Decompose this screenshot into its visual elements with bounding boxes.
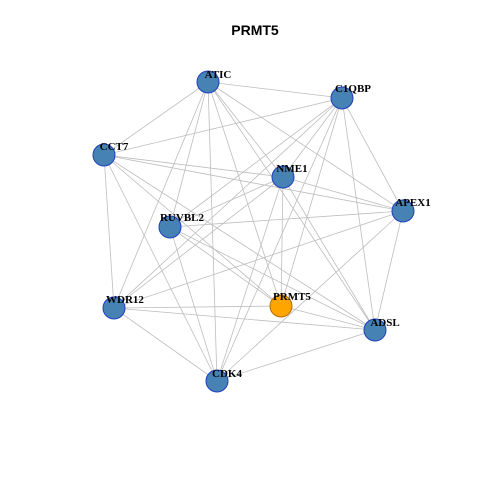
- node-c1qbp: C1QBP: [330, 83, 371, 110]
- node-prmt5: PRMT5: [269, 291, 311, 318]
- edge-wdr12-prmt5: [113, 305, 282, 309]
- edge-c1qbp-cct7: [103, 97, 343, 156]
- edge-cct7-adsl: [103, 154, 376, 331]
- node-adsl: ADSL: [363, 317, 400, 342]
- edge-c1qbp-apex1: [341, 97, 404, 212]
- node-label-prmt5: PRMT5: [273, 291, 311, 303]
- edge-apex1-adsl: [374, 210, 404, 331]
- edge-atic-ruvbl2: [169, 81, 209, 228]
- edge-nme1-ruvbl2: [169, 176, 284, 228]
- edge-c1qbp-prmt5: [280, 97, 343, 307]
- node-circle-nme1: [271, 165, 295, 189]
- edge-wdr12-adsl: [113, 307, 376, 331]
- node-circle-cct7: [92, 143, 116, 167]
- node-circle-c1qbp: [330, 86, 354, 110]
- node-label-atic: ATIC: [205, 69, 232, 81]
- edge-cct7-prmt5: [103, 154, 282, 307]
- edge-layer: [103, 81, 404, 382]
- edge-c1qbp-ruvbl2: [169, 97, 343, 228]
- edge-c1qbp-cdk4: [216, 97, 343, 382]
- edge-c1qbp-wdr12: [113, 97, 343, 309]
- edge-nme1-apex1: [282, 176, 404, 212]
- edge-ruvbl2-adsl: [169, 226, 376, 331]
- node-circle-ruvbl2: [158, 215, 182, 239]
- node-circle-apex1: [391, 199, 415, 223]
- node-label-apex1: APEX1: [395, 197, 430, 209]
- node-label-adsl: ADSL: [370, 317, 399, 329]
- edge-cct7-wdr12: [103, 154, 115, 309]
- edge-prmt5-adsl: [280, 305, 376, 331]
- node-circle-cdk4: [205, 369, 229, 393]
- edge-apex1-wdr12: [113, 210, 404, 309]
- edge-cct7-cdk4: [103, 154, 218, 382]
- edge-atic-wdr12: [113, 81, 209, 309]
- node-circle-adsl: [363, 318, 387, 342]
- edge-ruvbl2-prmt5: [169, 226, 282, 307]
- node-label-cdk4: CDK4: [212, 368, 242, 380]
- node-label-ruvbl2: RUVBL2: [160, 212, 205, 224]
- edge-adsl-cdk4: [216, 329, 376, 382]
- node-ruvbl2: RUVBL2: [158, 212, 205, 239]
- edge-nme1-prmt5: [280, 176, 284, 307]
- node-label-c1qbp: C1QBP: [335, 83, 371, 95]
- edge-wdr12-cdk4: [113, 307, 218, 382]
- edge-ruvbl2-cdk4: [169, 226, 218, 382]
- node-cct7: CCT7: [92, 141, 129, 167]
- node-circle-atic: [196, 70, 220, 94]
- node-nme1: NME1: [271, 163, 308, 189]
- node-label-cct7: CCT7: [100, 141, 129, 153]
- edge-apex1-ruvbl2: [169, 210, 404, 228]
- edge-atic-c1qbp: [207, 81, 343, 99]
- edge-apex1-cdk4: [216, 210, 404, 382]
- node-apex1: APEX1: [391, 197, 431, 223]
- edge-nme1-cdk4: [216, 176, 284, 382]
- node-wdr12: WDR12: [102, 294, 144, 320]
- node-circle-prmt5: [269, 294, 293, 318]
- edge-nme1-wdr12: [113, 176, 284, 309]
- edge-c1qbp-nme1: [282, 97, 343, 178]
- edge-atic-nme1: [207, 81, 284, 178]
- node-label-wdr12: WDR12: [106, 294, 144, 306]
- diagram-title: PRMT5: [231, 22, 279, 38]
- edge-cct7-nme1: [103, 154, 284, 178]
- node-cdk4: CDK4: [205, 368, 242, 393]
- edge-atic-cct7: [103, 81, 209, 156]
- edge-nme1-adsl: [282, 176, 376, 331]
- node-atic: ATIC: [196, 69, 232, 94]
- node-circle-wdr12: [102, 296, 126, 320]
- edge-cct7-apex1: [103, 154, 404, 212]
- node-label-nme1: NME1: [276, 163, 307, 175]
